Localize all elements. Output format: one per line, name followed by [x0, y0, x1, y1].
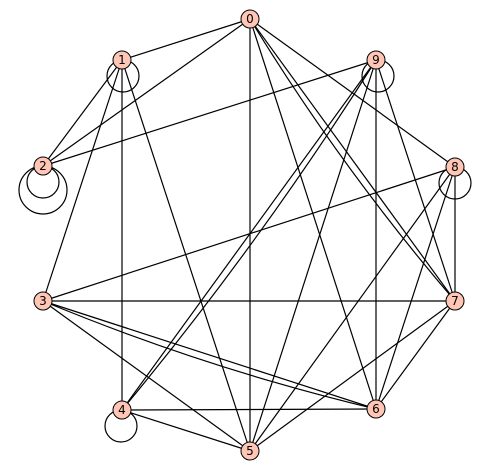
edge-1-2 — [42, 59, 123, 167]
node-circle — [445, 157, 465, 177]
edge-parallel-0-7 — [249, 18, 456, 302]
edges-layer — [42, 18, 456, 452]
loops-layer — [18, 59, 472, 443]
node-3[interactable]: 3 — [33, 291, 53, 311]
node-circle — [33, 291, 53, 311]
node-label: 2 — [39, 159, 47, 173]
node-circle — [240, 9, 260, 29]
edge-parallel-3-6 — [42, 300, 377, 410]
node-label: 1 — [118, 53, 126, 67]
edge-0-1 — [121, 18, 251, 61]
node-circle — [366, 399, 386, 419]
node-6[interactable]: 6 — [366, 399, 386, 419]
node-circle — [240, 441, 260, 461]
node-7[interactable]: 7 — [445, 291, 465, 311]
edge-1-5 — [121, 59, 251, 452]
node-label: 4 — [118, 403, 126, 417]
edge-4-6 — [121, 408, 377, 411]
edge-0-2 — [42, 18, 251, 167]
edge-2-9 — [42, 59, 377, 167]
edge-4-5 — [121, 409, 251, 452]
node-5[interactable]: 5 — [240, 441, 260, 461]
edge-6-8 — [375, 166, 456, 410]
edge-5-8 — [249, 166, 456, 452]
node-4[interactable]: 4 — [112, 400, 132, 420]
node-circle — [33, 156, 53, 176]
edge-6-7 — [375, 300, 456, 410]
node-circle — [112, 400, 132, 420]
edge-5-9 — [249, 59, 377, 452]
edge-parallel-4-9 — [121, 59, 377, 411]
edge-7-9 — [375, 59, 456, 302]
node-label: 7 — [451, 294, 459, 308]
edge-0-7 — [249, 18, 456, 302]
node-9[interactable]: 9 — [366, 50, 386, 70]
node-1[interactable]: 1 — [112, 50, 132, 70]
edge-5-7 — [249, 300, 456, 452]
nodes-layer: 0 1 2 3 4 5 6 7 8 9 — [33, 9, 465, 461]
node-8[interactable]: 8 — [445, 157, 465, 177]
edge-1-3 — [42, 59, 123, 302]
node-label: 0 — [246, 12, 254, 26]
node-circle — [445, 291, 465, 311]
node-label: 8 — [451, 160, 459, 174]
node-circle — [366, 50, 386, 70]
edge-3-6 — [42, 300, 377, 410]
node-2[interactable]: 2 — [33, 156, 53, 176]
node-label: 9 — [372, 53, 380, 67]
node-label: 3 — [39, 294, 47, 308]
node-0[interactable]: 0 — [240, 9, 260, 29]
node-circle — [112, 50, 132, 70]
node-label: 5 — [246, 444, 254, 458]
edge-0-6 — [249, 18, 377, 410]
node-label: 6 — [372, 402, 380, 416]
edge-4-9 — [121, 59, 377, 411]
